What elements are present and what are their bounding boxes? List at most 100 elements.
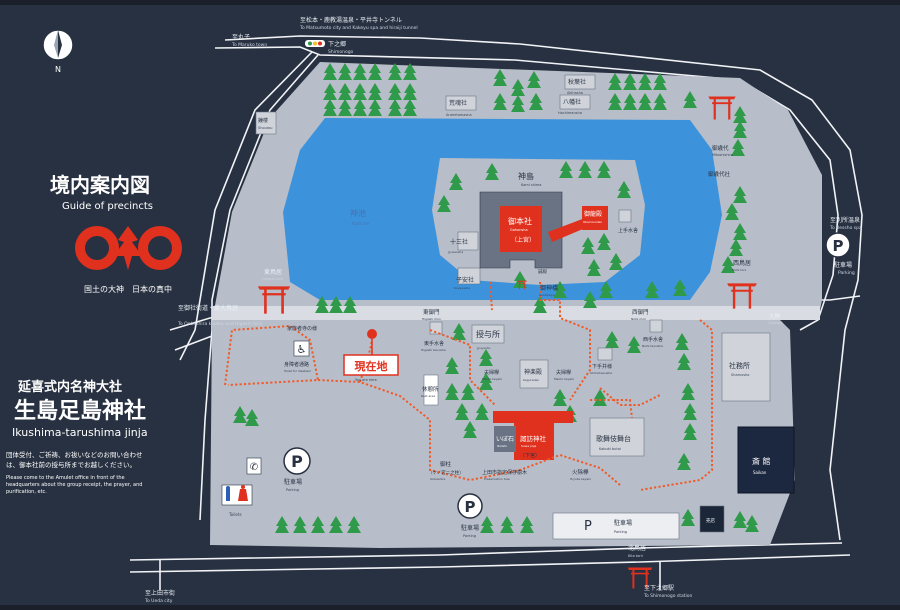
tree-icon	[323, 83, 337, 100]
compass-n: N	[55, 65, 61, 74]
label-meoto-left-en: Meoto keyaki	[482, 377, 502, 381]
label-kaimaden: 御歳代社	[708, 170, 731, 178]
tree-icon	[479, 373, 493, 390]
tree-icon	[485, 163, 499, 180]
label-suwajinja-en: Suwa jinja	[521, 444, 536, 448]
tree-icon	[653, 93, 667, 110]
road-right-mid-en: To Bessho spa	[829, 225, 862, 231]
label-kamishima-en: Kami shima	[521, 183, 541, 187]
torii-icon	[257, 286, 291, 314]
road-top-left: 至丸子	[232, 33, 250, 41]
label-goryuden-en: Okamoroden	[583, 220, 602, 224]
tree-icon	[311, 516, 325, 533]
tree-icon	[338, 83, 352, 100]
tree-icon	[403, 63, 417, 80]
label-kaguraden: 神楽殿	[524, 368, 542, 376]
tree-icon	[323, 63, 337, 80]
label-goshinkyo-en: Goshinkyo	[539, 293, 555, 297]
tree-icon	[731, 139, 745, 156]
phone-glyph: ✆	[250, 462, 258, 473]
label-nishitorii-en: Nishi torii	[732, 268, 746, 272]
tree-icon	[437, 195, 451, 212]
tree-icon	[597, 233, 611, 250]
nishi-tesui-building	[649, 319, 663, 333]
label-shamusho: 社務所	[729, 361, 750, 370]
map-title-en: Guide of precincts	[62, 201, 153, 212]
road-top-left-en: To Maruko town	[231, 42, 267, 48]
label-mitoshishiro-en: Mitoshishiro	[712, 153, 733, 157]
label-shimotesui: 下手井様	[592, 363, 612, 370]
tree-icon	[733, 223, 747, 240]
label-higashimon: 東御門	[423, 308, 440, 316]
tree-icon	[733, 511, 747, 528]
label-rest-area: 家族者寺の様	[287, 325, 317, 332]
tree-icon	[513, 271, 527, 288]
shamusho-building	[721, 332, 771, 402]
tree-icon	[445, 383, 459, 400]
tree-icon	[527, 71, 541, 88]
label-nishimon-en: Nishi mon	[631, 317, 646, 321]
main-walkway	[212, 306, 820, 320]
label-parking-right-en: Parking	[838, 270, 855, 276]
label-nishi-tesui-en: Nishi tesuisha	[642, 344, 663, 348]
tree-icon	[315, 296, 329, 313]
juyosho-building	[471, 324, 505, 344]
tree-icon	[452, 323, 466, 340]
notice-jp-1: 団体受付、ご祈祷、お祓いなどのお問い合わせ	[6, 450, 143, 459]
parking-bottom-box	[552, 512, 680, 540]
tree-icon	[368, 99, 382, 116]
tree-icon	[329, 296, 343, 313]
label-mitoshishiro: 御歳代	[712, 144, 729, 152]
map-title: 境内案内図	[50, 173, 150, 197]
trees	[233, 63, 759, 533]
label-hachimansha-en: Hachimansha	[558, 111, 582, 115]
tree-icon	[343, 296, 357, 313]
label-kamiike: 神池	[350, 208, 366, 218]
tree-icon	[388, 99, 402, 116]
tree-icon	[275, 516, 289, 533]
notice-en-3: purification, etc.	[6, 489, 47, 495]
tree-icon	[338, 99, 352, 116]
buildings	[255, 74, 771, 540]
label-juyosho-en: Jyuyosho	[476, 346, 491, 350]
tree-icon	[677, 353, 691, 370]
tree-icon	[675, 333, 689, 350]
tree-icon	[520, 516, 534, 533]
tree-icon	[475, 403, 489, 420]
parking-left-p: P	[291, 452, 303, 471]
label-preservation-tree-en: Preservation tree	[484, 477, 510, 481]
label-goryuden: 御龍殿	[584, 210, 602, 218]
tree-icon	[581, 237, 595, 254]
label-nishitorii: 西鳥居	[733, 259, 751, 267]
label-higashitorii: 東鳥居	[264, 268, 282, 276]
compass: N	[42, 29, 74, 74]
tree-icon	[338, 63, 352, 80]
tree-icon	[683, 91, 697, 108]
traffic-signal	[305, 40, 325, 47]
parking-right-icon	[825, 232, 851, 258]
arasuesha-building	[445, 95, 477, 111]
label-juusansha-en: Jyusansha	[447, 250, 463, 254]
tree-icon	[623, 73, 637, 90]
road-right-mid: 至別所温泉	[830, 216, 860, 224]
tree-icon	[733, 186, 747, 203]
tree-icon	[627, 336, 641, 353]
label-gohonsha: 御本社	[508, 216, 532, 226]
tree-icon	[353, 83, 367, 100]
tree-icon	[463, 421, 477, 438]
label-shamusho-en: Shamusho	[731, 373, 749, 377]
label-parking-right: 駐車場	[834, 261, 852, 269]
tree-icon	[725, 203, 739, 220]
label-goshinkyo: 御神橋	[540, 284, 558, 292]
tree-icon	[445, 357, 459, 374]
shrine-name: 生島足島神社	[14, 398, 146, 424]
tree-icon	[645, 281, 659, 298]
label-kamitesuisha: 上手水舎	[618, 227, 638, 234]
tree-icon	[449, 173, 463, 190]
label-saikan: 斎 館	[752, 456, 771, 466]
you-are-here-marker: 現在地 You are here	[343, 329, 399, 382]
label-parking-bottom-en: Parking	[614, 530, 627, 534]
label-kyuukeijo: 休憩所	[422, 385, 439, 393]
label-meoto-left: 夫婦欅	[484, 369, 499, 376]
